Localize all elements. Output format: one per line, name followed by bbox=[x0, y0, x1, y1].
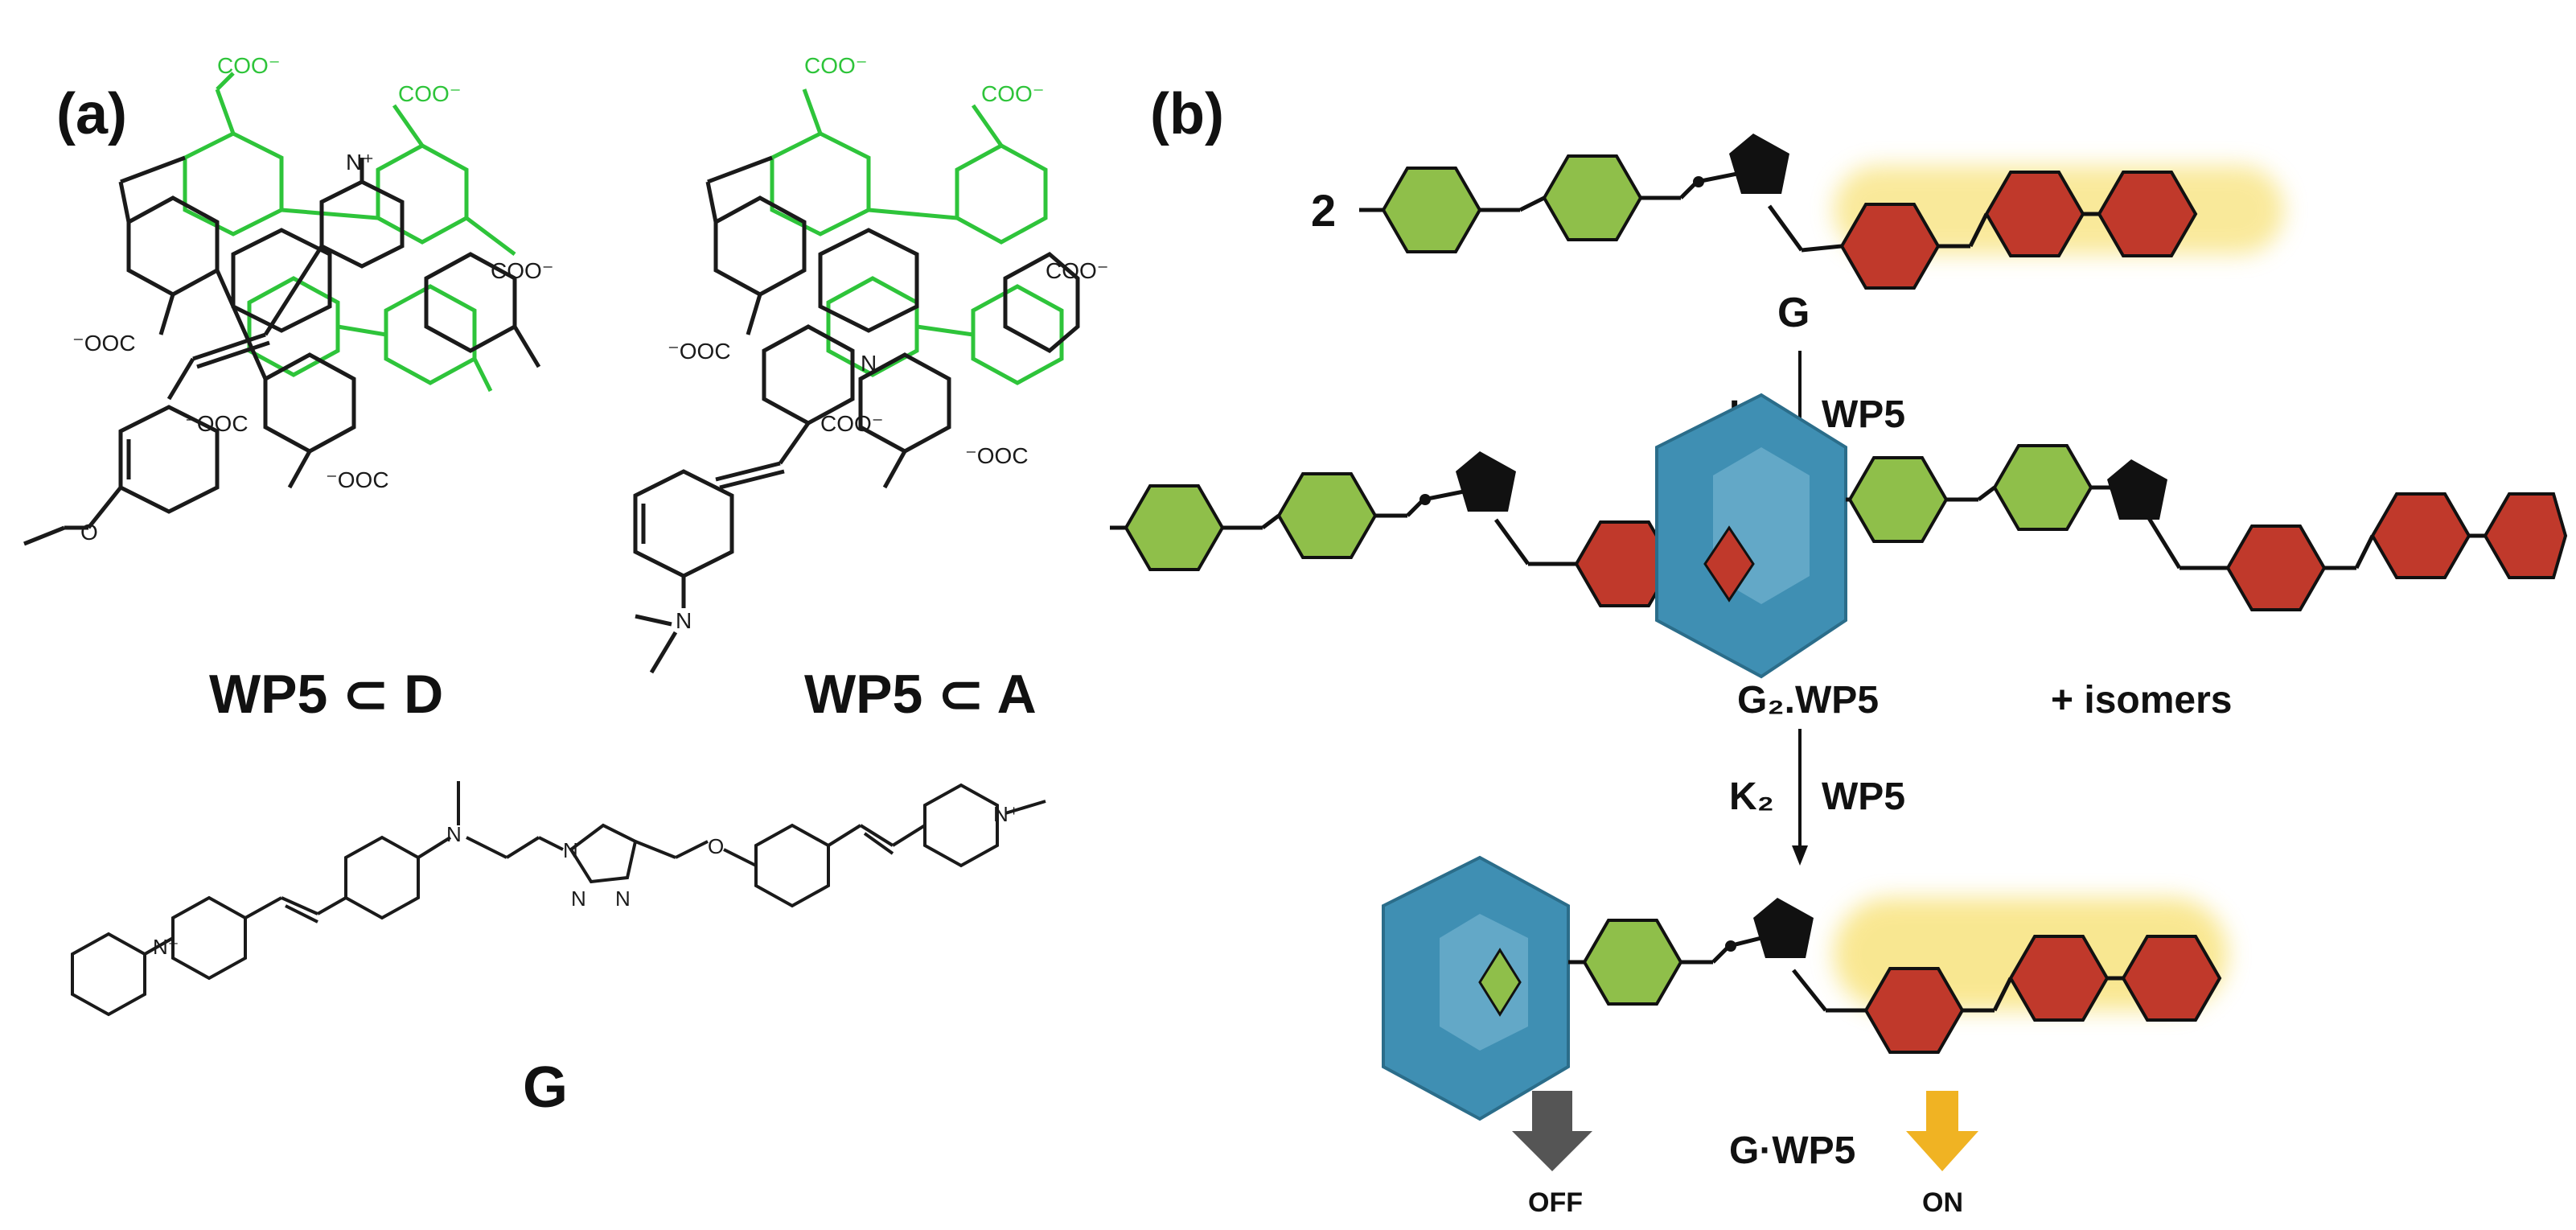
coefficient-2: 2 bbox=[1311, 185, 1336, 236]
on-arrow bbox=[1906, 1091, 1978, 1171]
triazole-pentagon-row3 bbox=[1753, 898, 1814, 958]
triazole-pentagon-row1 bbox=[1729, 134, 1789, 194]
acceptor-hex-row3-1 bbox=[1863, 967, 1965, 1054]
acceptor-hex-right-3 bbox=[2483, 492, 2568, 579]
wp5-host-left-dark bbox=[118, 155, 541, 489]
guest-g-atoms: N⁺ N N N N O N⁺ bbox=[153, 802, 1020, 959]
acceptor-hex-right-1 bbox=[2225, 524, 2327, 611]
donor-hex-in-cavity bbox=[1478, 948, 1522, 1017]
donor-hex-left-1 bbox=[1124, 484, 1225, 571]
g-n-amine: N bbox=[446, 822, 462, 846]
linker-dot-row3 bbox=[1725, 940, 1736, 952]
left-labels: O N⁺ ⁻OOC ⁻OOC ⁻OOC COO⁻ bbox=[72, 150, 554, 545]
wp5-label-1: WP5 bbox=[1822, 393, 1905, 436]
donor-hex-right-2 bbox=[1992, 444, 2093, 531]
guest-g-label: G bbox=[523, 1055, 568, 1120]
donor-hex-left-2 bbox=[1276, 472, 1378, 559]
acceptor-hex-1 bbox=[1839, 203, 1941, 290]
right-green-labels: COO⁻ COO⁻ bbox=[804, 53, 1045, 106]
donor-hex-row3 bbox=[1582, 919, 1683, 1006]
complex-left-label: WP5 ⊂ D bbox=[209, 664, 443, 725]
k2-label: K₂ bbox=[1729, 775, 1774, 818]
isomers-label: + isomers bbox=[2051, 679, 2232, 722]
triazole-pentagon-left bbox=[1456, 451, 1516, 512]
acceptor-hex-row3-2 bbox=[2008, 935, 2110, 1022]
g2-wp5-complex bbox=[1110, 393, 2568, 679]
g-triazole-n1: N bbox=[563, 838, 578, 862]
n-plus-left: N⁺ bbox=[346, 150, 374, 175]
coo-green-1: COO⁻ bbox=[217, 53, 281, 78]
triazole-pentagon-right bbox=[2107, 459, 2167, 520]
g-o-ether: O bbox=[708, 834, 724, 858]
n-pyridinium-right: N bbox=[861, 351, 877, 376]
coo-left-4: COO⁻ bbox=[491, 258, 554, 283]
right-labels: N N ⁻OOC ⁻OOC COO⁻ COO⁻ bbox=[668, 258, 1109, 633]
off-arrow bbox=[1512, 1091, 1592, 1171]
guest-a bbox=[633, 324, 855, 674]
panel-b-scheme: (b) 2 G bbox=[1110, 82, 2568, 1218]
coo-green-2: COO⁻ bbox=[398, 81, 462, 106]
g-triazole-n2: N bbox=[571, 887, 586, 911]
on-label: ON bbox=[1922, 1187, 1963, 1218]
coo-right-2: ⁻OOC bbox=[965, 443, 1029, 468]
acceptor-hex-in-cavity bbox=[1703, 525, 1755, 603]
guest-d bbox=[23, 158, 405, 546]
equilibrium-arrow-2 bbox=[1792, 729, 1808, 866]
acceptor-hex-3 bbox=[2097, 171, 2198, 257]
guest-g-structure bbox=[71, 781, 1046, 1017]
g2-wp5-label: G₂.WP5 bbox=[1737, 679, 1879, 722]
coo-right-3: COO⁻ bbox=[1046, 258, 1109, 283]
g-wp5-complex bbox=[1382, 855, 2228, 1121]
n-atom-right: N bbox=[676, 608, 692, 633]
g-n-plus-2: N⁺ bbox=[993, 802, 1020, 826]
donor-hex-1 bbox=[1381, 167, 1482, 253]
complex-right-label: WP5 ⊂ A bbox=[804, 664, 1037, 725]
wp5-label-2: WP5 bbox=[1822, 775, 1905, 818]
coo-green-3: COO⁻ bbox=[804, 53, 868, 78]
wp5-host-right-dark bbox=[705, 155, 1080, 489]
coo-right-4: COO⁻ bbox=[820, 411, 884, 436]
donor-hex-2 bbox=[1542, 154, 1643, 241]
acceptor-hex-row3-3 bbox=[2121, 935, 2222, 1022]
g-triazole-n3: N bbox=[615, 887, 631, 911]
g-wp5-label: G·WP5 bbox=[1729, 1129, 1855, 1172]
linker-dot-left bbox=[1419, 494, 1431, 505]
guest-g-row1 bbox=[1359, 134, 2284, 290]
linker-dot-row1 bbox=[1693, 176, 1704, 187]
g-n-plus-1: N⁺ bbox=[153, 935, 179, 959]
donor-hex-right-1 bbox=[1847, 456, 1949, 543]
wp5-host-right bbox=[770, 88, 1064, 385]
off-label: OFF bbox=[1528, 1187, 1583, 1218]
coo-left-3: ⁻OOC bbox=[326, 467, 389, 492]
panel-a: (a) bbox=[8, 13, 1109, 1217]
panel-a-label: (a) bbox=[56, 82, 127, 146]
o-atom-left: O bbox=[80, 520, 98, 545]
guest-g-label-b: G bbox=[1777, 290, 1810, 336]
coo-left-1: ⁻OOC bbox=[72, 331, 136, 356]
coo-right-1: ⁻OOC bbox=[668, 339, 731, 364]
wp5-host-left bbox=[183, 72, 516, 393]
acceptor-hex-right-2 bbox=[2370, 492, 2471, 579]
acceptor-hex-2 bbox=[1984, 171, 2085, 257]
coo-left-2: ⁻OOC bbox=[185, 411, 249, 436]
coo-green-4: COO⁻ bbox=[981, 81, 1045, 106]
panel-b: (b) 2 G bbox=[1094, 13, 2568, 1218]
panel-a-structures: (a) bbox=[23, 53, 1109, 1120]
panel-b-label: (b) bbox=[1150, 82, 1224, 146]
left-green-labels: COO⁻ COO⁻ bbox=[217, 53, 462, 106]
